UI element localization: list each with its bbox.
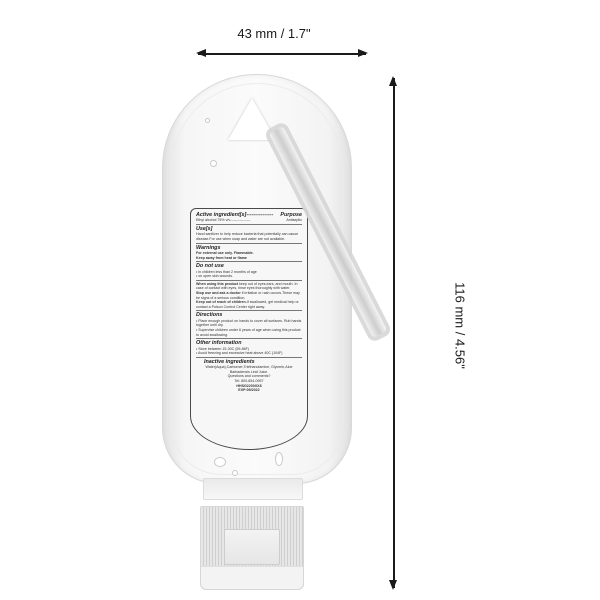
- gel-bubble: [210, 160, 217, 167]
- directions-header: Directions: [196, 312, 223, 319]
- active-ingredient-header: Active ingredient[s]---------------: [196, 212, 274, 218]
- do-not-use-header: Do not use: [196, 263, 224, 270]
- width-dimension-arrow: [196, 50, 368, 56]
- purpose-header: Purpose: [280, 212, 302, 218]
- when-using-text: When using this product keep out of eyes…: [196, 281, 298, 291]
- questions-text: Questions and comments?: [227, 374, 271, 379]
- drug-facts-label: Active ingredient[s]--------------- Purpo…: [190, 208, 308, 450]
- height-dimension-arrow: [390, 76, 396, 590]
- gel-bubble: [232, 470, 238, 476]
- do-not-use-item: • in children less than 2 months of age: [196, 269, 257, 274]
- cap-window: [224, 529, 280, 565]
- gel-bubble: [214, 457, 226, 467]
- uses-header: Use[s]: [196, 226, 213, 232]
- inactive-text: Water(Aqua),Carbomer,Triethanolamine, Gl…: [205, 365, 293, 374]
- warnings-line: For external use only. Flammable.: [196, 251, 254, 255]
- other-info-header: Other information: [196, 340, 242, 347]
- other-info-item: • Store between 15-30C (59-86F): [196, 346, 249, 351]
- gel-bubble: [205, 118, 210, 123]
- lot-number: HHSG2200XX8: [236, 383, 262, 388]
- warnings-line: Keep away from heat or flame: [196, 255, 247, 260]
- cap-base: [201, 566, 303, 589]
- keep-out-text: Keep out of reach of children.If swallow…: [196, 300, 299, 309]
- purpose: Antiseptic: [286, 218, 302, 223]
- height-dimension-label: 116 mm / 4.56": [452, 282, 468, 369]
- directions-item: • Supervise children under 6 years of ag…: [196, 327, 301, 337]
- width-dimension-label: 43 mm / 1.7": [237, 26, 311, 41]
- bottle-neck: [203, 478, 303, 500]
- phone-number: Tel: 800-654-0957: [234, 378, 264, 383]
- warnings-header: Warnings: [196, 244, 221, 251]
- other-info-item: • Avoid freezing and excessive heat abov…: [196, 351, 283, 356]
- directions-item: • Place enough product on hands to cover…: [196, 318, 302, 328]
- stop-use-text: Stop use and ask a doctor if irritation …: [196, 290, 300, 300]
- expiry-date: EXP:09/2022: [238, 388, 260, 393]
- uses-text: Hand sanitizer to help reduce bacteria t…: [196, 232, 299, 241]
- flip-cap: [200, 506, 304, 590]
- gel-bubble: [275, 452, 283, 466]
- active-ingredient: Ethyl alcohol 75% v/v-----------------: [196, 218, 251, 223]
- inactive-header: Inactive ingredients: [204, 358, 255, 365]
- do-not-use-item: • on open skin wounds.: [196, 274, 234, 279]
